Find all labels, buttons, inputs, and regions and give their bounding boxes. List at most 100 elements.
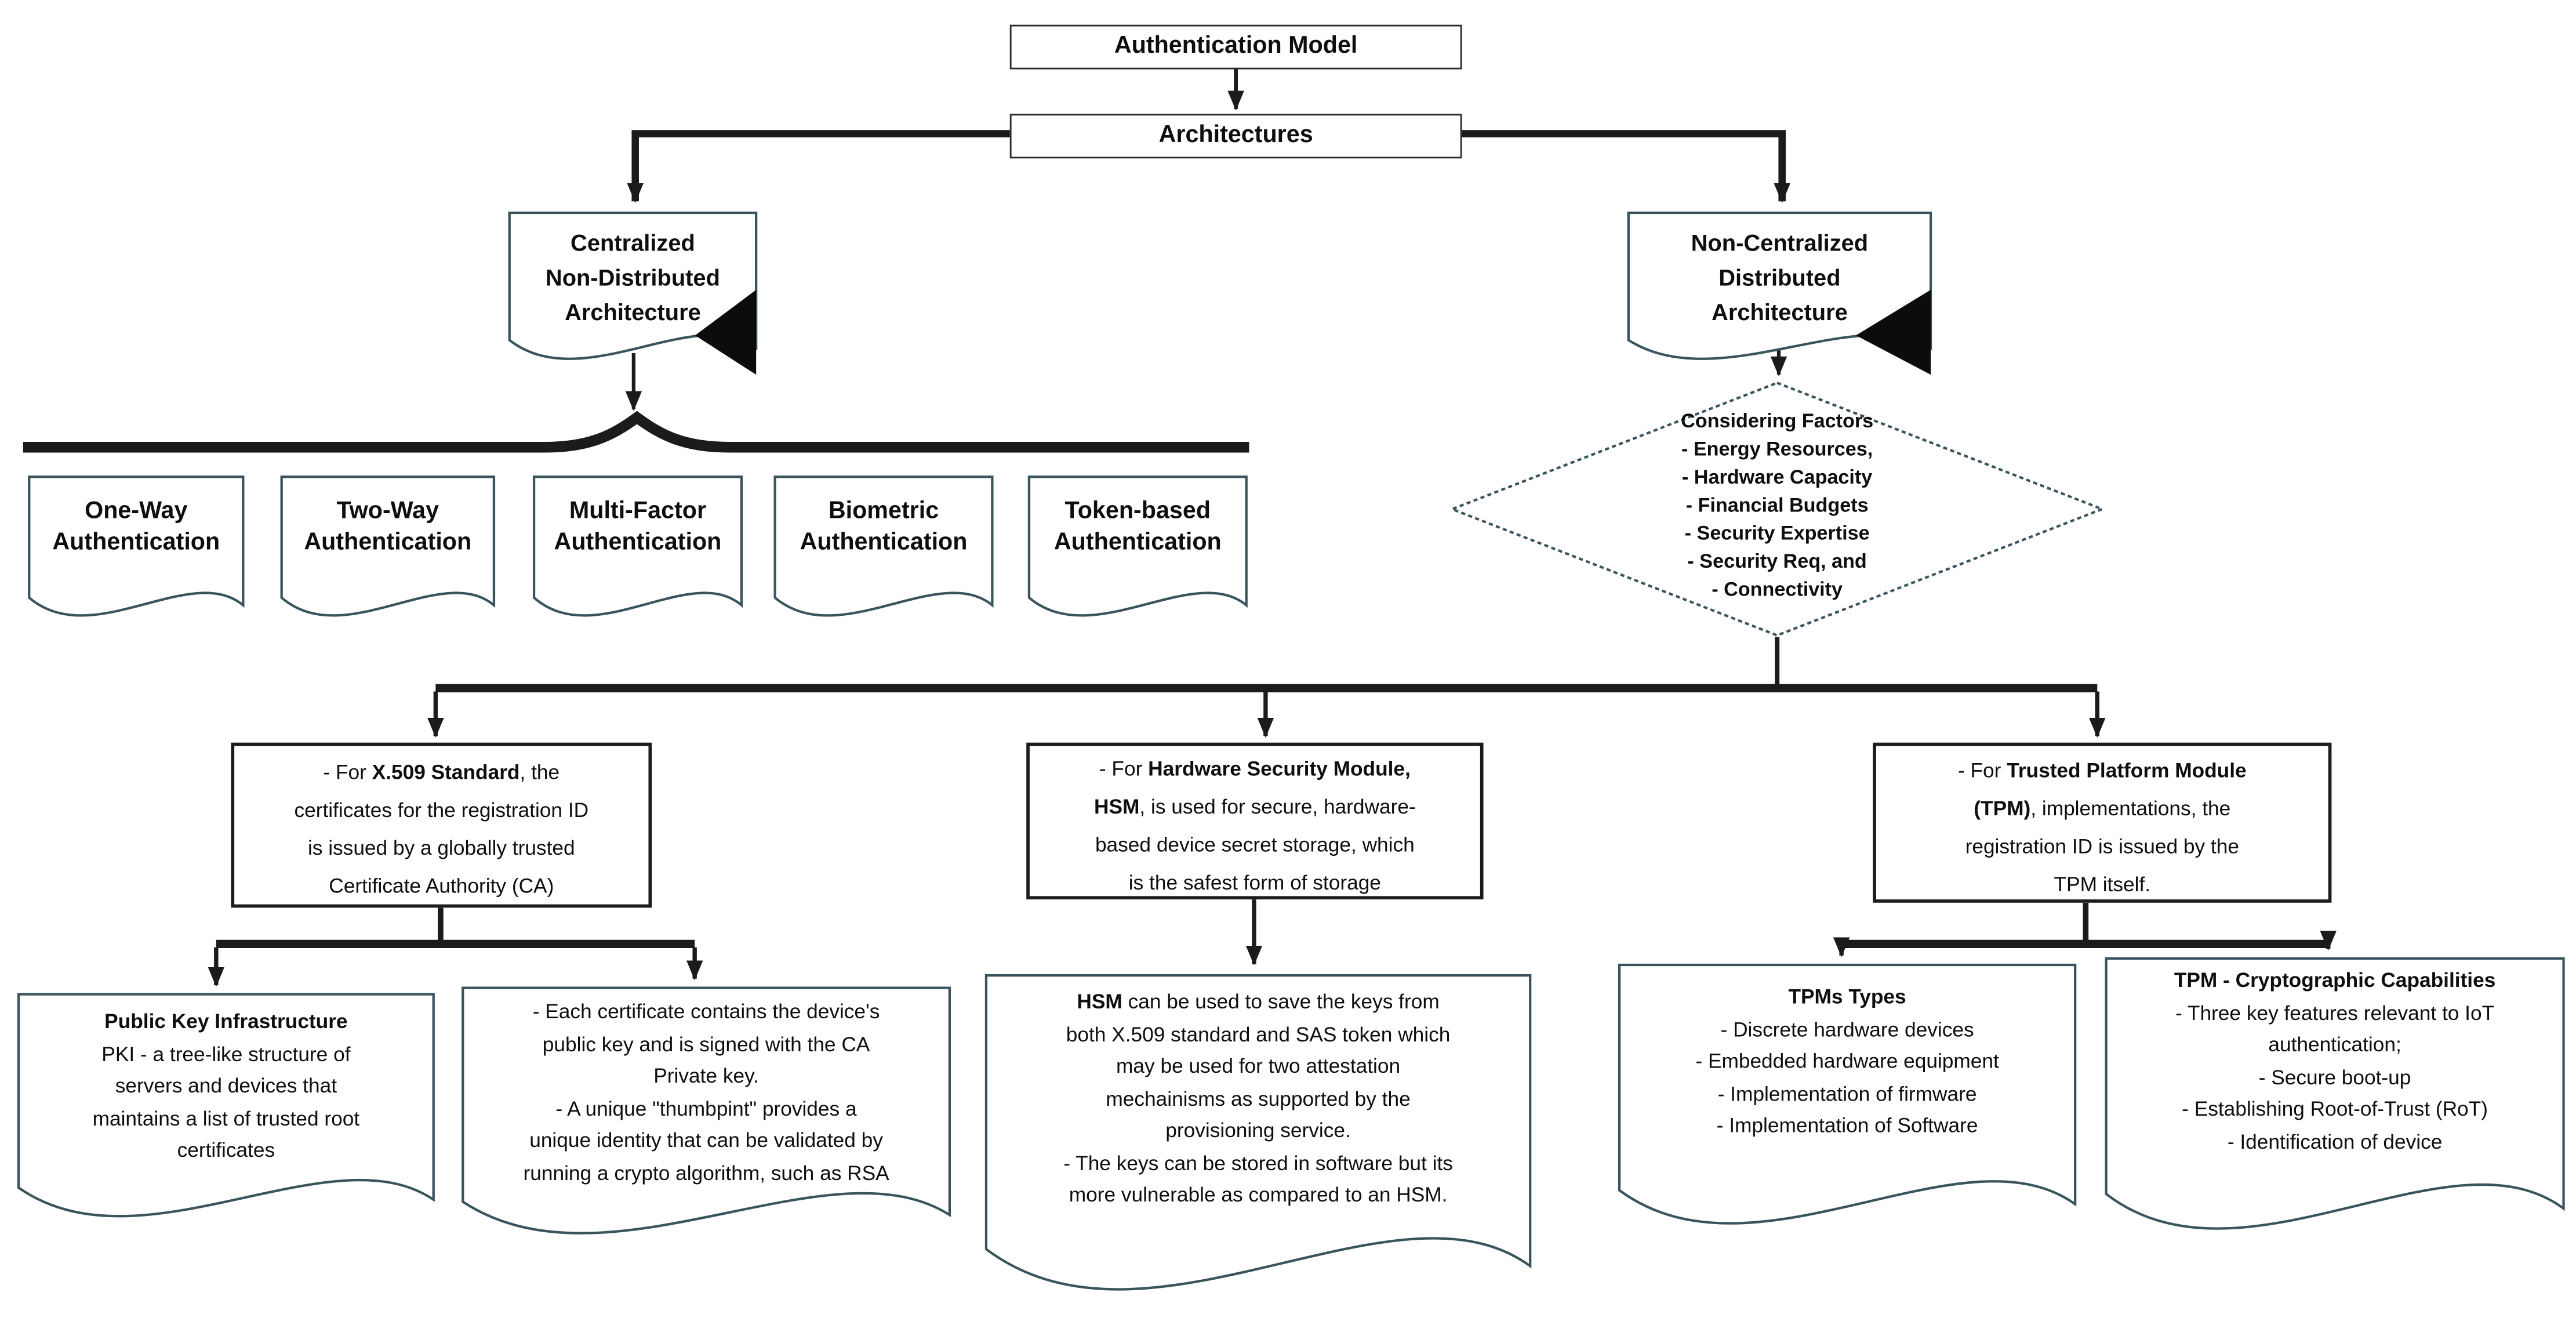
document-shape xyxy=(28,475,244,632)
text-line: running a crypto algorithm, such as RSA xyxy=(523,1161,889,1185)
text-line: - Connectivity xyxy=(1712,578,1843,601)
node-biometric-authentication: Biometric Authentication xyxy=(774,475,994,632)
text-line: mechainisms as supported by the xyxy=(1106,1087,1411,1110)
text-line: Authentication xyxy=(52,529,220,557)
text-line: Authentication xyxy=(1053,529,1222,557)
document-shape xyxy=(2104,956,2566,1261)
text-line: HSM, is used for secure, hardware- xyxy=(1094,795,1416,819)
text-line: - For Hardware Security Module, xyxy=(1099,757,1411,781)
node-authentication-model: Authentication Model xyxy=(1009,24,1462,70)
text-line: certificates xyxy=(177,1138,275,1162)
node-one-way-authentication: One-Way Authentication xyxy=(28,475,244,632)
text-line: may be used for two attestation xyxy=(1116,1054,1401,1078)
document-shape xyxy=(508,211,758,375)
node-tpm-types: TPMs Types - Discrete hardware devices -… xyxy=(1617,962,2077,1254)
text-line: provisioning service. xyxy=(1165,1119,1351,1142)
node-x509-standard: - For X.509 Standard, the certificates f… xyxy=(231,742,652,908)
node-heading: TPM - Cryptographic Capabilities xyxy=(2174,968,2496,992)
node-considering-factors-decision: Considering Factors - Energy Resources, … xyxy=(1448,381,2106,637)
node-two-way-authentication: Two-Way Authentication xyxy=(281,475,495,632)
text-line: - For X.509 Standard, the xyxy=(323,761,560,784)
text-line: - Energy Resources, xyxy=(1681,437,1873,461)
diamond-shape xyxy=(1448,381,2106,637)
text-line: - Embedded hardware equipment xyxy=(1695,1050,1999,1073)
text-line: maintains a list of trusted root xyxy=(92,1106,360,1130)
text-line: Two-Way xyxy=(336,498,439,525)
text-line: - Identification of device xyxy=(2227,1130,2443,1153)
text-line: based device secret storage, which xyxy=(1095,833,1415,857)
text-line: Non-Distributed xyxy=(545,264,720,291)
node-public-key-infrastructure: Public Key Infrastructure PKI - a tree-l… xyxy=(16,992,435,1243)
text-line: Authentication xyxy=(554,529,722,557)
text-line: Token-based xyxy=(1064,498,1211,525)
text-line: TPM itself. xyxy=(2054,873,2151,896)
text-line: - Discrete hardware devices xyxy=(1720,1017,1974,1041)
document-shape xyxy=(983,972,1533,1325)
text-line: authentication; xyxy=(2268,1033,2401,1057)
text-line: - Financial Budgets xyxy=(1685,493,1869,517)
document-shape xyxy=(533,475,742,632)
text-line: Authentication xyxy=(304,529,472,557)
text-line: Authentication xyxy=(800,529,968,557)
text-line: - A unique "thumbpint" provides a xyxy=(555,1097,857,1120)
page-fold-icon xyxy=(1856,289,1931,375)
node-multi-factor-authentication: Multi-Factor Authentication xyxy=(533,475,742,632)
document-shape xyxy=(1028,475,1248,632)
edge-architectures-to-noncentralized xyxy=(1462,130,1790,204)
text-line: Multi-Factor xyxy=(569,498,707,525)
text-line: (TPM), implementations, the xyxy=(1974,797,2231,821)
text-line: - For Trusted Platform Module xyxy=(1957,759,2247,783)
text-line: One-Way xyxy=(85,498,188,525)
text-line: is the safest form of storage xyxy=(1128,871,1381,895)
document-shape xyxy=(460,985,952,1262)
document-shape xyxy=(1627,211,1932,375)
text-line: - Implementation of Software xyxy=(1716,1114,1978,1137)
text-line: Non-Centralized xyxy=(1691,229,1869,256)
text-line: HSM can be used to save the keys from xyxy=(1077,990,1440,1014)
text-line: Architecture xyxy=(565,299,701,325)
text-line: - Security Expertise xyxy=(1684,521,1870,545)
text-line: is issued by a globally trusted xyxy=(307,836,575,860)
text-line: both X.509 standard and SAS token which xyxy=(1066,1022,1451,1046)
node-trusted-platform-module: - For Trusted Platform Module (TPM), imp… xyxy=(1873,742,2332,903)
page-fold-icon xyxy=(695,289,757,375)
text-line: PKI - a tree-like structure of xyxy=(101,1042,351,1066)
document-shape xyxy=(774,475,994,632)
document-shape xyxy=(1617,962,2077,1254)
text-line: servers and devices that xyxy=(115,1074,337,1098)
text-line: Considering Factors xyxy=(1681,409,1874,433)
node-hsm-details: HSM can be used to save the keys from bo… xyxy=(983,972,1533,1325)
text-line: - Security Req, and xyxy=(1687,549,1867,573)
text-line: Centralized xyxy=(571,229,695,256)
edge-architectures-to-centralized xyxy=(627,130,1012,204)
document-shape xyxy=(16,992,435,1243)
text-line: Certificate Authority (CA) xyxy=(329,874,554,898)
text-line: Private key. xyxy=(653,1064,759,1088)
text-line: - Implementation of firmware xyxy=(1717,1081,1977,1105)
text-line: - Each certificate contains the device's xyxy=(532,1000,880,1023)
node-certificate-details: - Each certificate contains the device's… xyxy=(460,985,952,1262)
text-line: - Hardware Capacity xyxy=(1681,465,1873,489)
edge-centralized-fanout-bar xyxy=(23,411,1249,453)
text-line: - Secure boot-up xyxy=(2258,1065,2411,1088)
text-line: - The keys can be stored in software but… xyxy=(1063,1151,1453,1174)
node-centralized-architecture: Centralized Non-Distributed Architecture xyxy=(508,211,758,376)
text-line: registration ID is issued by the xyxy=(1965,835,2239,858)
node-token-based-authentication: Token-based Authentication xyxy=(1028,475,1248,632)
node-non-centralized-architecture: Non-Centralized Distributed Architecture xyxy=(1627,211,1932,376)
text-line: certificates for the registration ID xyxy=(294,798,589,822)
text-line: more vulnerable as compared to an HSM. xyxy=(1069,1183,1448,1207)
text-line: Architecture xyxy=(1712,299,1848,325)
document-shape xyxy=(281,475,495,632)
text-line: public key and is signed with the CA xyxy=(542,1032,870,1056)
architectures-label: Architectures xyxy=(1158,122,1313,149)
text-line: Biometric xyxy=(828,498,939,525)
page-title: Authentication Model xyxy=(1114,32,1358,60)
text-line: - Three key features relevant to IoT xyxy=(2175,1001,2495,1024)
text-line: Distributed xyxy=(1718,264,1841,291)
text-line: - Establishing Root-of-Trust (RoT) xyxy=(2182,1097,2488,1121)
node-architectures: Architectures xyxy=(1009,114,1462,159)
node-tpm-cryptographic-capabilities: TPM - Cryptographic Capabilities - Three… xyxy=(2104,956,2566,1261)
